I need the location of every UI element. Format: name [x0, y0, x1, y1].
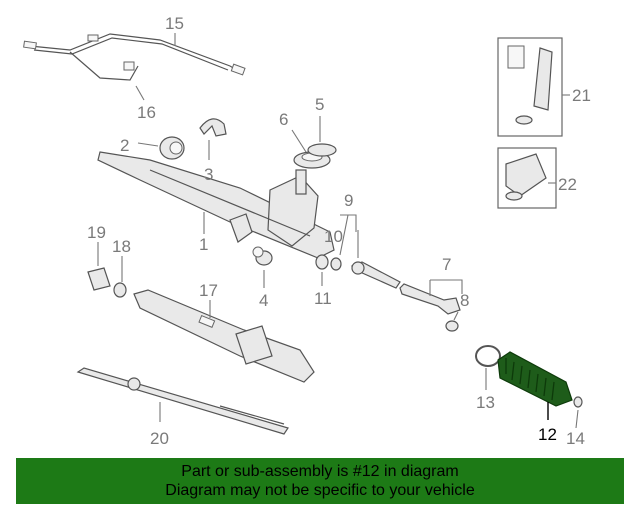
part-22-inset: [497, 147, 557, 209]
lead-7: [430, 279, 463, 294]
part-10-washer: [330, 257, 342, 271]
callout-12: 12: [538, 425, 557, 444]
lead-2: [137, 142, 159, 147]
callout-17: 17: [199, 281, 218, 300]
callout-5: 5: [315, 95, 324, 114]
callout-18: 18: [112, 237, 131, 256]
callout-14: 14: [566, 429, 585, 448]
notice-line-disclaimer: Diagram may not be specific to your vehi…: [165, 482, 475, 499]
callout-15: 15: [165, 14, 184, 33]
lead-9b: [339, 214, 349, 256]
part-5-cap: [307, 143, 337, 157]
part-15-tube: [23, 33, 246, 81]
lead-8: [453, 311, 459, 321]
lead-16: [135, 85, 145, 101]
callout-4: 4: [259, 291, 268, 310]
part-14-band: [573, 396, 583, 408]
callout-3: 3: [204, 165, 213, 184]
part-21-inset: [497, 37, 563, 137]
callout-21: 21: [572, 86, 591, 105]
lead-14: [575, 409, 579, 429]
part-3-bracket: [199, 118, 227, 137]
callout-1: 1: [199, 235, 208, 254]
callout-7: 7: [442, 255, 451, 274]
part-4-bushing: [252, 246, 273, 266]
lead-9: [340, 214, 357, 232]
parts-diagram: 1 2 3 4 5 6 7 8 9 10 11 12 13 14 15 16 1…: [23, 14, 591, 448]
callout-11: 11: [314, 289, 332, 308]
callout-16: 16: [137, 103, 156, 122]
notice-line-part: Part or sub-assembly is #12 in diagram: [181, 463, 459, 480]
callout-6: 6: [279, 110, 288, 129]
part-20-rack-shaft: [76, 367, 289, 435]
part-11-washer: [315, 254, 329, 270]
notice-banner: Part or sub-assembly is #12 in diagram D…: [16, 458, 624, 504]
part-1-rack-housing: [97, 151, 335, 259]
callout-13: 13: [476, 393, 495, 412]
callout-10: 10: [324, 227, 343, 246]
callout-8: 8: [460, 291, 469, 310]
part-12-rack-boot: [497, 351, 573, 407]
part-17-cylinder: [133, 289, 315, 383]
lead-6: [291, 129, 307, 153]
part-7-outer-tie-rod: [399, 283, 461, 315]
callout-22: 22: [558, 175, 577, 194]
part-8-nut: [445, 320, 459, 332]
part-19-bushing: [87, 267, 111, 291]
callout-19: 19: [87, 223, 106, 242]
callout-9: 9: [344, 191, 353, 210]
callout-20: 20: [150, 429, 169, 448]
part-18-washer: [113, 282, 127, 298]
part-2-bushing: [159, 136, 185, 160]
part-9-inner-tie-rod: [350, 261, 401, 289]
part-13-clamp: [475, 345, 501, 367]
callout-2: 2: [120, 136, 129, 155]
